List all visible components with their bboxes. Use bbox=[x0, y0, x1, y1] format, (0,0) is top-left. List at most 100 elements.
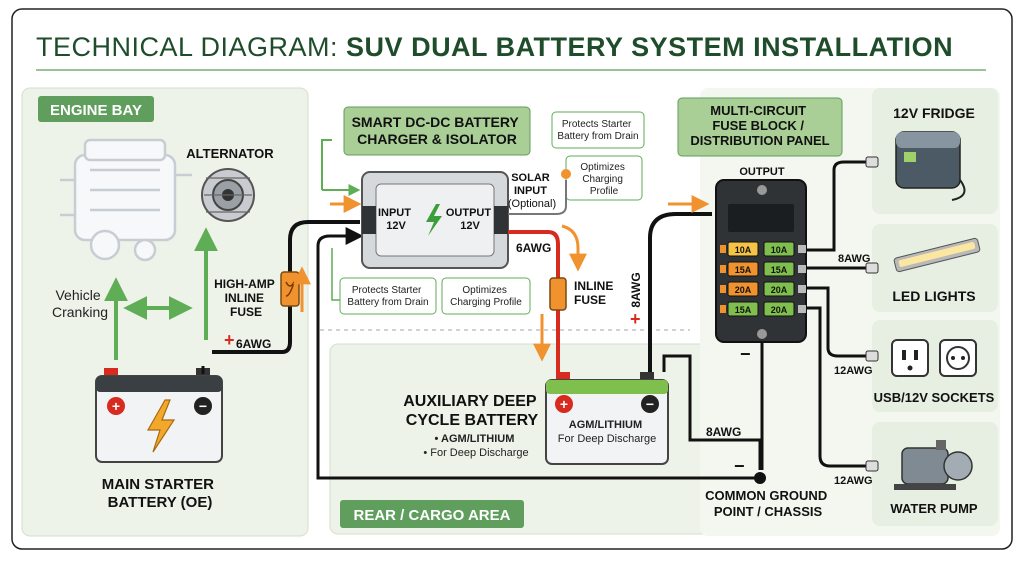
main-battery-minus: − bbox=[199, 398, 207, 414]
optimizes-callout-line1: Optimizes bbox=[580, 162, 624, 173]
pump-wire bbox=[806, 306, 870, 468]
aux-battery-text: AGM/LITHIUM For Deep Discharge bbox=[558, 419, 656, 445]
aux-bullets: • AGM/LITHIUM • For Deep Discharge bbox=[423, 433, 528, 459]
vehicle-cranking-line2: Cranking bbox=[52, 304, 108, 320]
high-amp-fuse-line3: FUSE bbox=[230, 305, 262, 319]
high-amp-fuse-line2: INLINE bbox=[225, 291, 264, 305]
engine-bay-label: ENGINE BAY bbox=[50, 102, 142, 119]
sub-protects-line2: Battery from Drain bbox=[347, 297, 428, 308]
inline-fuse-line2: FUSE bbox=[574, 293, 606, 307]
fuse-right-0 bbox=[763, 241, 795, 257]
fridge-icon bbox=[895, 131, 966, 201]
sub-protects-box bbox=[339, 277, 437, 315]
pump-12awg-label: 12AWG bbox=[834, 475, 873, 487]
fuse-terminal-2 bbox=[720, 285, 726, 293]
solar-input-label: SOLAR INPUT (Optional) bbox=[508, 172, 556, 210]
ground-line1: COMMON GROUND bbox=[705, 488, 827, 503]
charger-output-line2: 12V bbox=[460, 220, 480, 232]
fuse-right-label-0: 10A bbox=[771, 245, 788, 255]
fuseblock-8awg-vertical: 8AWG bbox=[629, 272, 643, 307]
charger-output-line1: OUTPUT bbox=[446, 207, 492, 219]
aux-battery-text2: For Deep Discharge bbox=[558, 433, 656, 445]
fuse-terminal-1 bbox=[720, 265, 726, 273]
fuse-out-terminal-0 bbox=[798, 245, 806, 253]
sub-optimizes-box bbox=[441, 277, 531, 315]
fuseblock-minus: − bbox=[740, 344, 751, 364]
charger-output-label: OUTPUT 12V bbox=[446, 207, 494, 232]
fuse-out-terminal-2 bbox=[798, 285, 806, 293]
page-title: TECHNICAL DIAGRAM: SUV DUAL BATTERY SYST… bbox=[36, 32, 953, 62]
output-6awg-label: 6AWG bbox=[516, 241, 551, 255]
aux-ground-wire bbox=[662, 354, 762, 470]
sub-bracket bbox=[331, 248, 340, 301]
sub-optimizes-line2: Charging Profile bbox=[450, 297, 522, 308]
optimizes-callout-line2: Charging bbox=[582, 174, 623, 185]
common-ground-label: COMMON GROUND POINT / CHASSIS bbox=[705, 488, 831, 519]
charger-input-label: INPUT 12V bbox=[378, 207, 414, 232]
charger-header-line1: SMART DC-DC BATTERY bbox=[352, 114, 520, 130]
charger-input-line2: 12V bbox=[386, 220, 406, 232]
charger-bracket bbox=[321, 139, 332, 190]
fridge-label: 12V FRIDGE bbox=[893, 105, 975, 121]
ground-feed-arrow bbox=[316, 227, 364, 247]
aux-bullet2: • For Deep Discharge bbox=[423, 447, 528, 459]
fuse-right-1 bbox=[763, 261, 795, 277]
high-amp-fuse-label: HIGH-AMP INLINE FUSE bbox=[214, 277, 278, 319]
optimizes-callout-line3: Profile bbox=[590, 186, 619, 197]
main-plus-sign: + bbox=[224, 330, 235, 350]
aux-title-line1: AUXILIARY DEEP bbox=[403, 393, 537, 410]
vehicle-cranking-line1: Vehicle bbox=[55, 287, 100, 303]
main-battery-plus: + bbox=[112, 398, 120, 414]
fridge-wire bbox=[806, 160, 870, 252]
aux-bullet1: • AGM/LITHIUM bbox=[435, 433, 515, 445]
solar-input-dot bbox=[561, 169, 571, 179]
pump-label: WATER PUMP bbox=[890, 501, 977, 516]
fuse-out-terminal-1 bbox=[798, 265, 806, 273]
led-strip-icon bbox=[893, 237, 981, 273]
fuseblock-output-label: OUTPUT bbox=[739, 166, 785, 178]
fuseblock-header-line3: DISTRIBUTION PANEL bbox=[690, 133, 829, 148]
high-amp-fuse-line1: HIGH-AMP bbox=[214, 277, 275, 291]
led-label: LED LIGHTS bbox=[892, 288, 975, 304]
sockets-wire bbox=[806, 286, 870, 358]
fuse-out-terminal-3 bbox=[798, 305, 806, 313]
alternator-icon bbox=[201, 168, 255, 222]
rear-cargo-label-bg bbox=[340, 500, 524, 528]
protects-callout: Protects Starter Battery from Drain bbox=[557, 119, 638, 142]
fuseblock-header-box bbox=[677, 97, 843, 157]
socket-icon bbox=[891, 339, 977, 377]
fuse-right-2 bbox=[763, 281, 795, 297]
charger-bolt-icon bbox=[426, 204, 442, 236]
high-amp-fuse-icon bbox=[280, 271, 300, 307]
title-prefix: TECHNICAL DIAGRAM: bbox=[36, 32, 346, 62]
fuse-left-3 bbox=[727, 301, 759, 317]
common-ground-dot bbox=[754, 472, 766, 484]
fuse-right-3 bbox=[763, 301, 795, 317]
sub-optimizes-line1: Optimizes bbox=[462, 285, 506, 296]
main-battery-icon: + − bbox=[95, 368, 223, 463]
fuse-left-label-1: 15A bbox=[735, 265, 752, 275]
sub-protects-line1: Protects Starter bbox=[352, 285, 422, 296]
aux-title-line2: CYCLE BATTERY bbox=[406, 412, 539, 429]
fuseblock-header: MULTI-CIRCUIT FUSE BLOCK / DISTRIBUTION … bbox=[690, 103, 829, 148]
charger-output-wire bbox=[508, 230, 560, 378]
fuse-right-label-1: 15A bbox=[771, 265, 788, 275]
charger-header: SMART DC-DC BATTERY CHARGER & ISOLATOR bbox=[352, 114, 523, 147]
aux-battery-plus: + bbox=[560, 396, 568, 412]
sub-protects-callout: Protects Starter Battery from Drain bbox=[347, 285, 428, 308]
title-main: SUV DUAL BATTERY SYSTEM INSTALLATION bbox=[346, 32, 953, 62]
output-orange-arrow bbox=[561, 224, 587, 272]
solar-line3: (Optional) bbox=[508, 198, 556, 210]
fuse-left-0 bbox=[727, 241, 759, 257]
sockets-12awg-label: 12AWG bbox=[834, 365, 873, 377]
fuse-left-2 bbox=[727, 281, 759, 297]
main-battery-label: MAIN STARTER BATTERY (OE) bbox=[102, 476, 218, 511]
aux-plus-sign: + bbox=[630, 309, 641, 329]
solar-line2: INPUT bbox=[514, 185, 547, 197]
main-ground-wire bbox=[201, 246, 760, 480]
sockets-label: USB/12V SOCKETS bbox=[874, 390, 995, 405]
charger-header-line2: CHARGER & ISOLATOR bbox=[357, 131, 517, 147]
solar-line1: SOLAR bbox=[511, 172, 550, 184]
